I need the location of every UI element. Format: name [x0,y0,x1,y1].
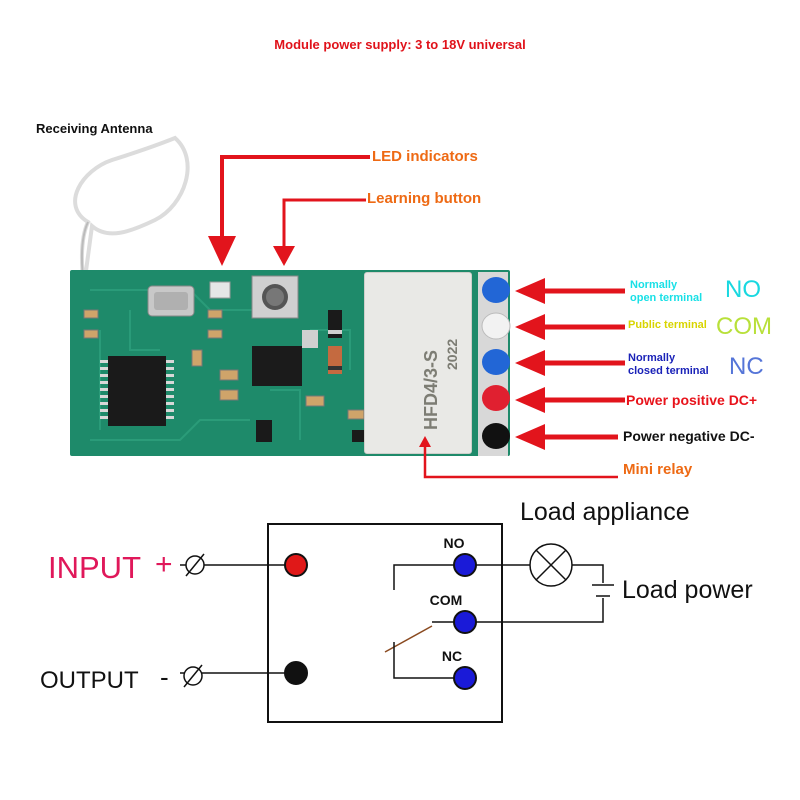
diagram-com-label: COM [430,592,463,608]
relay-marking: HFD4/3-S 2022 [421,339,460,430]
input-dot [284,553,308,577]
relay-model-text: HFD4/3-S [421,350,441,430]
input-plus-sign: + [155,548,173,581]
terminal-dcminus-pin [482,423,510,449]
learning-button-label: Learning button [367,190,482,207]
mini-relay-arrow [423,445,618,479]
diagram-com-dot [453,610,477,634]
no-code: NO [725,276,761,303]
relay-switch-arm [384,625,433,653]
output-minus-sign: - [160,662,169,692]
nc-code: NC [729,353,764,380]
output-screw-terminal-icon [183,664,203,688]
page-title: Module power supply: 3 to 18V universal [274,37,526,52]
com-terminal-label: Public terminal [628,319,707,331]
diagram-nc-dot [453,666,477,690]
mini-relay-label: Mini relay [623,461,693,478]
load-appliance-label: Load appliance [520,498,690,526]
load-power-label: Load power [622,576,753,604]
terminal-no-pin [482,277,510,303]
terminal-nc-pin [482,349,510,375]
diagram-nc-label: NC [442,648,462,664]
relay-year-text: 2022 [444,339,460,370]
led-arrow [220,155,370,236]
lamp-icon [529,543,573,587]
learn-arrow [282,198,366,246]
no-terminal-label: Normally open terminal [630,279,703,304]
output-label: OUTPUT [40,667,139,694]
battery-icon [592,584,614,597]
dc-negative-label: Power negative DC- [623,428,755,444]
terminal-dcplus-pin [482,385,510,411]
relay-body [364,272,472,454]
nc-terminal-label: Normally closed terminal [628,352,709,377]
output-dot [284,661,308,685]
pcb-components [83,275,381,442]
diagram-no-label: NO [444,535,465,551]
input-label: INPUT [48,550,141,585]
terminal-block [478,272,511,456]
dc-positive-label: Power positive DC+ [626,392,758,408]
diagram-no-dot [453,553,477,577]
input-screw-terminal-icon [185,553,205,577]
com-code: COM [716,313,772,340]
antenna-label: Receiving Antenna [36,121,153,136]
led-indicators-label: LED indicators [372,148,478,165]
terminal-com-pin [481,312,511,340]
